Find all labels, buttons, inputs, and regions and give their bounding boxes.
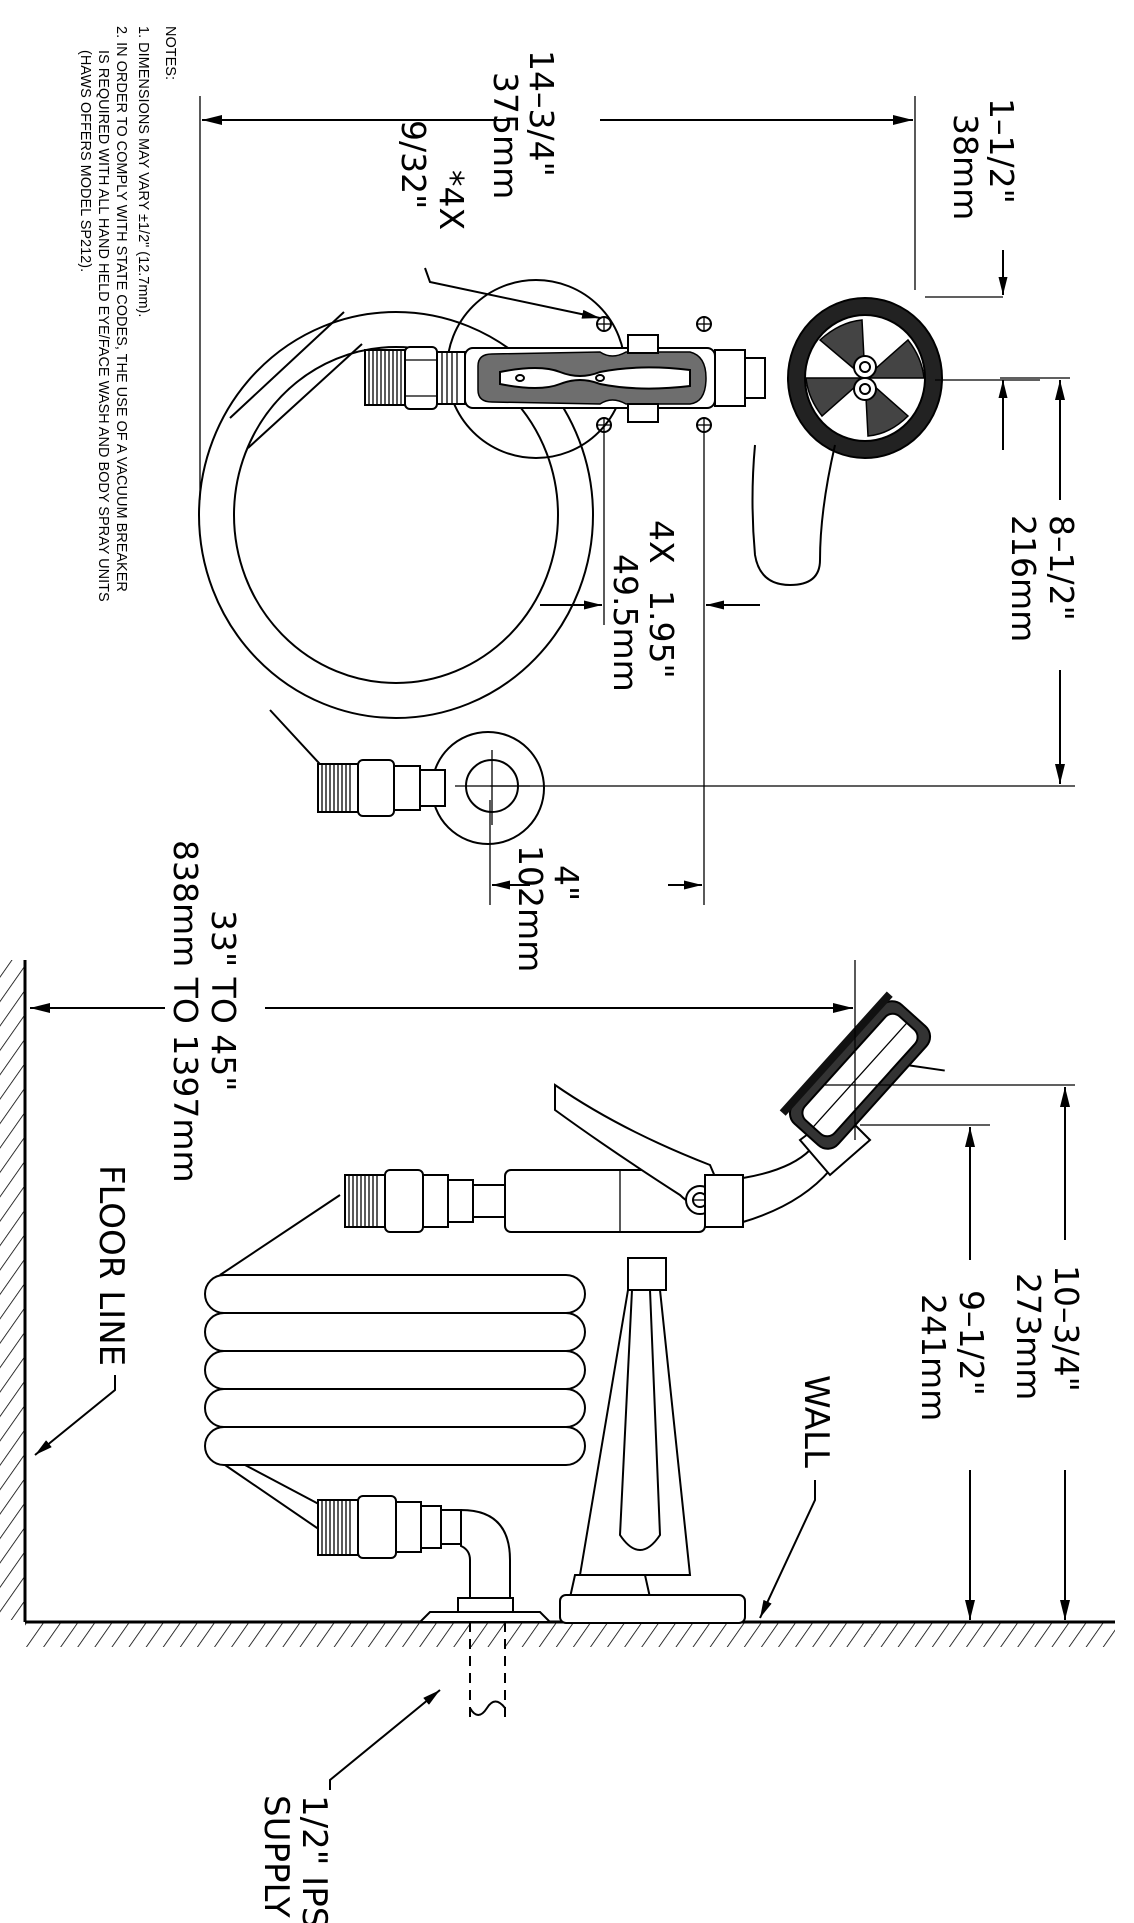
- dim-bolt-in: 1.95": [642, 590, 681, 679]
- note-2-line-2: IS REQUIRED WITH ALL HAND HELD EYE/FACE …: [95, 50, 111, 602]
- dim-height-mm: 838mm TO 1397mm: [166, 840, 205, 1183]
- floor-hatch: [0, 960, 25, 1620]
- floor-leader: [34, 1375, 116, 1456]
- hose-coil-outer: [198, 311, 594, 719]
- wall-leader: [759, 1480, 816, 1619]
- threaded-fitting-top: [364, 346, 466, 410]
- dim-height-in: 33" TO 45": [204, 910, 243, 1091]
- mounting-holes: [596, 316, 712, 433]
- dim-width-in: 8–1/2": [1042, 515, 1081, 621]
- floor-line-label: FLOOR LINE: [91, 1165, 131, 1366]
- top-view: 14–3/4" 375mm 1–1/2" 38mm *4X 9/32" 8–1/…: [198, 50, 1081, 972]
- wall-bracket: [559, 1257, 746, 1624]
- supply-label-line1: 1/2" IPS: [294, 1795, 334, 1923]
- dim-holes-count: *4X: [432, 170, 471, 230]
- hose-lead-upper-2: [247, 343, 363, 449]
- spray-head-top: [751, 297, 943, 587]
- dim-bolt-mm: 49.5mm: [606, 554, 645, 692]
- note-2-line-3: (HAWS OFFERS MODEL SP212).: [77, 50, 93, 272]
- dim-head-in: 9–1/2": [952, 1290, 991, 1396]
- dim-supply-mm: 102mm: [511, 845, 550, 972]
- dim-offset-in: 1–1/2": [982, 98, 1021, 204]
- leader-holes: [424, 267, 601, 319]
- dim-supply-in: 4": [547, 865, 586, 901]
- dim-length-in: 14–3/4": [522, 50, 561, 177]
- spray-head-side: [779, 991, 945, 1150]
- hose-lead-upper: [229, 311, 345, 419]
- hose-coil-side: [204, 1194, 586, 1531]
- note-2: 2. IN ORDER TO COMPLY WITH STATE CODES, …: [113, 26, 129, 592]
- dim-proj-in: 10–3/4": [1047, 1265, 1086, 1392]
- side-view: 33" TO 45" 838mm TO 1397mm 10–3/4" 273mm…: [0, 840, 1115, 1923]
- notes-heading: NOTES:: [162, 26, 178, 80]
- dim-proj-mm: 273mm: [1009, 1273, 1048, 1400]
- dim-holes-size: 9/32": [394, 120, 433, 209]
- supply-leader: [329, 1689, 441, 1790]
- spray-handle-top: [464, 334, 766, 423]
- supply-inlet-top: [317, 731, 545, 845]
- dim-width-mm: 216mm: [1004, 515, 1043, 642]
- wall-hatch: [25, 1622, 1115, 1647]
- supply-label-line2: SUPPLY: [256, 1795, 296, 1918]
- dim-length-mm: 375mm: [486, 72, 525, 199]
- supply-elbow-side: [317, 1495, 553, 1623]
- supply-pipe-break: [469, 1700, 506, 1716]
- dim-head-mm: 241mm: [914, 1294, 953, 1421]
- wall-label: WALL: [796, 1375, 836, 1468]
- hose-coil-inner: [233, 346, 559, 684]
- notes-block: NOTES: 1. DIMENSIONS MAY VARY ±1/2" (12.…: [77, 26, 178, 602]
- threaded-fitting-side-top: [344, 1169, 506, 1233]
- dim-offset-mm: 38mm: [946, 114, 985, 220]
- dim-bolt-count: 4X: [642, 520, 681, 564]
- note-1: 1. DIMENSIONS MAY VARY ±1/2" (12.7mm).: [135, 26, 151, 317]
